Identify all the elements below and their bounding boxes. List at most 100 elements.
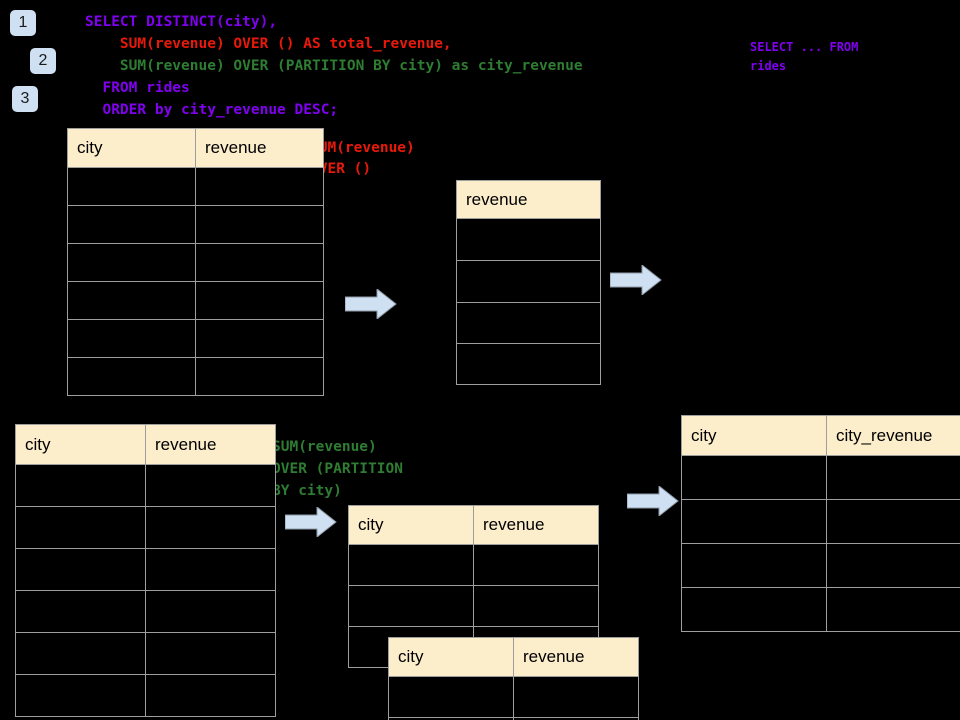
- partition-table-front: city revenue: [388, 637, 639, 720]
- table-row: [15, 464, 276, 507]
- table-row: [681, 587, 960, 632]
- arrow-total-to-result: [610, 265, 662, 295]
- cell-city: [681, 587, 827, 632]
- cell-revenue: [195, 357, 324, 396]
- table-row: [15, 506, 276, 549]
- cell-revenue: [195, 167, 324, 206]
- cell-city: [67, 243, 196, 282]
- table-row: [388, 676, 639, 718]
- cell-revenue: [145, 590, 276, 633]
- cell-revenue: [513, 676, 639, 718]
- arrow-source-to-partition: [285, 507, 337, 537]
- cell-city: [67, 167, 196, 206]
- cell-city-revenue: [826, 455, 960, 500]
- cell-city: [67, 281, 196, 320]
- cell-city: [388, 676, 514, 718]
- column-header-city: city: [388, 637, 514, 677]
- column-header-city: city: [681, 415, 827, 456]
- column-header-revenue: revenue: [473, 505, 599, 545]
- table-row: [456, 218, 601, 261]
- sql-line-2: SUM(revenue) OVER () AS total_revenue,: [85, 36, 452, 52]
- table-row: [67, 281, 324, 320]
- cell-city: [67, 319, 196, 358]
- table-row: [348, 544, 599, 586]
- cell-city: [15, 632, 146, 675]
- cell-city-revenue: [826, 499, 960, 544]
- cell-revenue: [456, 302, 601, 344]
- arrow-source-to-total: [345, 289, 397, 319]
- cell-city: [348, 585, 474, 627]
- sql-line-1: SELECT DISTINCT(city),: [85, 14, 278, 30]
- table-row: [67, 205, 324, 244]
- cell-revenue: [195, 243, 324, 282]
- annotation-select-from-rides: SELECT ... FROM rides: [750, 40, 859, 73]
- cell-city: [15, 590, 146, 633]
- table-row: [67, 167, 324, 206]
- column-header-revenue: revenue: [145, 424, 276, 465]
- cell-city-revenue: [826, 543, 960, 588]
- sql-query-block: SELECT DISTINCT(city), SUM(revenue) OVER…: [85, 11, 583, 121]
- sql-line-3: SUM(revenue) OVER (PARTITION BY city) as…: [85, 58, 583, 74]
- cell-city: [681, 543, 827, 588]
- annotation-sum-over-empty: SUM(revenue) OVER (): [310, 140, 415, 177]
- rides-source-table-bottom: city revenue: [15, 424, 276, 717]
- cell-revenue: [145, 548, 276, 591]
- column-header-revenue: revenue: [195, 128, 324, 168]
- cell-revenue: [145, 464, 276, 507]
- table-row: [67, 243, 324, 282]
- step-badge-2[interactable]: 2: [30, 48, 56, 74]
- sql-line-4: FROM rides: [85, 80, 190, 96]
- table-header-row: revenue: [456, 180, 601, 219]
- column-header-city-revenue: city_revenue: [826, 415, 960, 456]
- cell-city: [15, 506, 146, 549]
- cell-city: [15, 674, 146, 717]
- table-row: [456, 302, 601, 344]
- table-row: [681, 455, 960, 500]
- cell-city: [681, 499, 827, 544]
- cell-revenue: [456, 343, 601, 385]
- step-badge-1[interactable]: 1: [10, 10, 36, 36]
- table-header-row: city revenue: [348, 505, 599, 545]
- table-header-row: city revenue: [67, 128, 324, 168]
- table-header-row: city city_revenue: [681, 415, 960, 456]
- table-row: [67, 357, 324, 396]
- table-header-row: city revenue: [15, 424, 276, 465]
- cell-revenue: [195, 319, 324, 358]
- table-row: [388, 717, 639, 720]
- cell-city: [348, 544, 474, 586]
- rides-source-table-top: city revenue: [67, 128, 324, 396]
- step-badge-3[interactable]: 3: [12, 86, 38, 112]
- table-row: [15, 548, 276, 591]
- cell-revenue: [473, 585, 599, 627]
- cell-revenue: [145, 632, 276, 675]
- column-header-revenue: revenue: [456, 180, 601, 219]
- column-header-city: city: [67, 128, 196, 168]
- cell-city: [15, 548, 146, 591]
- cell-revenue: [473, 544, 599, 586]
- table-row: [456, 343, 601, 385]
- cell-city: [67, 205, 196, 244]
- column-header-city: city: [15, 424, 146, 465]
- table-row: [15, 632, 276, 675]
- total-revenue-table: revenue: [456, 180, 601, 385]
- table-header-row: city revenue: [388, 637, 639, 677]
- cell-revenue: [513, 717, 639, 720]
- table-row: [15, 674, 276, 717]
- column-header-city: city: [348, 505, 474, 545]
- cell-city: [15, 464, 146, 507]
- table-row: [348, 585, 599, 627]
- cell-city-revenue: [826, 587, 960, 632]
- cell-revenue: [195, 281, 324, 320]
- table-row: [456, 260, 601, 303]
- column-header-revenue: revenue: [513, 637, 639, 677]
- table-row: [681, 543, 960, 588]
- cell-revenue: [456, 260, 601, 303]
- table-row: [681, 499, 960, 544]
- cell-city: [67, 357, 196, 396]
- result-table: city city_revenue: [681, 415, 960, 632]
- table-row: [15, 590, 276, 633]
- cell-revenue: [195, 205, 324, 244]
- table-row: [67, 319, 324, 358]
- arrow-partition-to-result: [627, 486, 679, 516]
